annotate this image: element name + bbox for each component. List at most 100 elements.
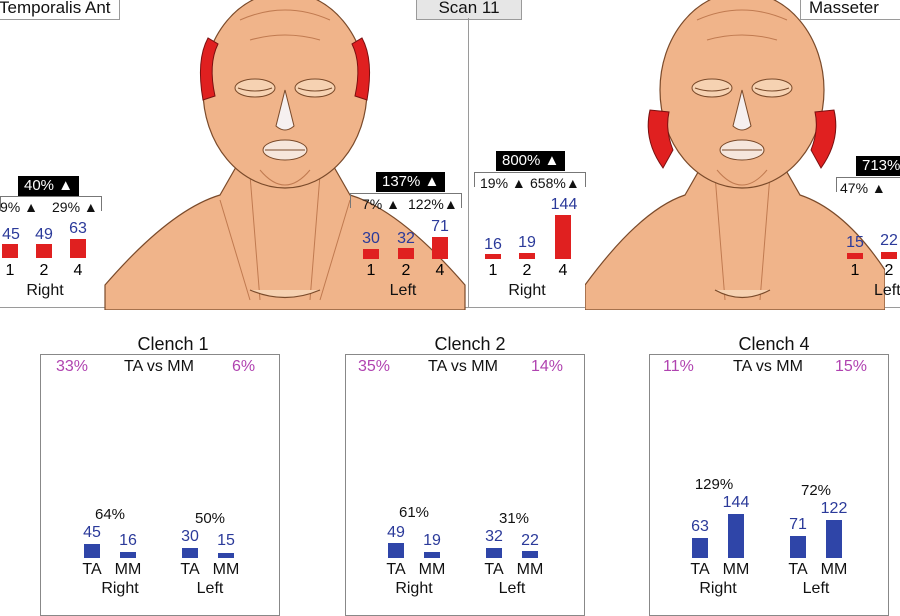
ta-left-label-4: 4 (435, 262, 445, 279)
clench-2-right-mm-value: 19 (423, 532, 441, 549)
clench-2-right-ta-bar (388, 543, 404, 558)
clench-1-right-mm-label: MM (114, 561, 142, 578)
ta-right-ratio-bracket (0, 196, 102, 211)
ta-right-value-1: 45 (2, 226, 20, 243)
clench-1-right-ta-bar (84, 544, 100, 558)
clench-2-left-ta-label: TA (484, 561, 504, 578)
mm-left-total-pct: 713% ▲ (856, 156, 900, 176)
mm-right-ratio-bracket (474, 172, 586, 187)
ta-left-value-1: 30 (362, 230, 380, 247)
clench-2-right-side-label: Right (395, 580, 433, 597)
mm-left-side-label: Left (874, 282, 900, 299)
clench-4-left-ta-bar (790, 536, 806, 558)
clench-2-right-mm-bar (424, 552, 440, 558)
mm-left-bar-2 (881, 252, 897, 259)
mm-right-bar-4 (555, 215, 571, 259)
clench-1-right-ta-label: TA (82, 561, 102, 578)
clench-4-right-ta-label: TA (690, 561, 710, 578)
center-divider (468, 18, 469, 308)
clench-4-right-pct: 15% (835, 358, 868, 375)
clench-1-title: Clench 1 (137, 334, 209, 354)
ta-right-bar-4 (70, 239, 86, 258)
ta-right-bar-1 (2, 244, 18, 258)
mm-right-label-2: 2 (522, 262, 532, 279)
clench-1-right-ta-value: 45 (83, 524, 101, 541)
clench-4-left-ta-value: 71 (789, 516, 807, 533)
ta-left-bar-4 (432, 237, 448, 259)
scan-label: Scan 11 (416, 0, 522, 20)
mm-right-value-2: 19 (518, 234, 536, 251)
mm-left-label-2: 2 (884, 262, 894, 279)
ta-right-bar-2 (36, 244, 52, 258)
mm-right-side-label: Right (508, 282, 546, 299)
clench-4-left-mm-label: MM (820, 561, 848, 578)
clench-1-right-mm-bar (120, 552, 136, 558)
mm-right-value-4: 144 (550, 196, 578, 213)
mm-left-value-2: 22 (880, 232, 898, 249)
clench-4-right-side-label: Right (699, 580, 737, 597)
ta-left-ratio-bracket (350, 193, 462, 208)
clench-2-left-pair-pct: 31% (498, 510, 530, 527)
mm-left-ratio-a: 47% ▲ (840, 180, 886, 196)
clench-2-title: Clench 2 (434, 334, 506, 354)
clench-1-frame (40, 354, 280, 616)
clench-4-left-pair-pct: 72% (800, 482, 832, 499)
ta-left-bar-1 (363, 249, 379, 259)
clench-4-right-pair-pct: 129% (694, 476, 734, 493)
ta-right-label-1: 1 (5, 262, 15, 279)
clench-2-left-ta-bar (486, 548, 502, 558)
clench-2-right-ta-label: TA (386, 561, 406, 578)
mm-right-label-1: 1 (488, 262, 498, 279)
clench-2-left-mm-bar (522, 551, 538, 558)
mm-left-bar-1 (847, 253, 863, 259)
clench-1-left-pct: 33% (56, 358, 89, 375)
clench-1-left-mm-label: MM (212, 561, 240, 578)
clench-2-right-pct: 14% (531, 358, 564, 375)
clench-2-compare-label: TA vs MM (428, 358, 498, 375)
mm-left-group: 713% ▲ 47% ▲ 15 22 1 2 Left (826, 150, 900, 310)
ta-left-value-4: 71 (431, 218, 449, 235)
clench-2-left-mm-label: MM (516, 561, 544, 578)
clench-1-left-ta-bar (182, 548, 198, 558)
clench-2-right-mm-label: MM (418, 561, 446, 578)
clench-4-left-mm-value: 122 (820, 500, 848, 517)
clench-2-right-pair-pct: 61% (398, 504, 430, 521)
head-illustration-temporalis (104, 0, 466, 310)
mm-left-label-1: 1 (850, 262, 860, 279)
ta-left-bar-2 (398, 248, 414, 259)
clench-4-title: Clench 4 (738, 334, 810, 354)
clench-2-right-ta-value: 49 (387, 524, 405, 541)
clench-2-left-ta-value: 32 (485, 528, 503, 545)
ta-right-label-2: 2 (39, 262, 49, 279)
ta-right-total-pct: 40% ▲ (18, 176, 80, 196)
ta-right-label-4: 4 (73, 262, 83, 279)
clench-1-left-mm-bar (218, 553, 234, 558)
ta-left-label-2: 2 (401, 262, 411, 279)
ta-left-ratio-b: 122%▲ (408, 196, 458, 212)
clench-1-left-ta-label: TA (180, 561, 200, 578)
ta-left-ratio-a: 7% ▲ (362, 196, 400, 212)
ta-left-label-1: 1 (366, 262, 376, 279)
clench-4-right-ta-value: 63 (691, 518, 709, 535)
clench-1-left-ta-value: 30 (181, 528, 199, 545)
clench-4-frame (649, 354, 889, 616)
muscle-label-masseter: Masseter (800, 0, 900, 20)
ta-right-ratio-a: 9% ▲ (0, 199, 38, 215)
clench-4-right-mm-label: MM (722, 561, 750, 578)
mm-right-ratio-b: 658%▲ (530, 175, 580, 191)
clench-4-right-mm-bar (728, 514, 744, 558)
ta-right-value-2: 49 (35, 226, 53, 243)
clench-4-left-ta-label: TA (788, 561, 808, 578)
ta-right-value-4: 63 (69, 220, 87, 237)
mm-left-ratio-bracket (836, 177, 900, 192)
mm-right-bar-2 (519, 253, 535, 259)
ta-right-side-label: Right (26, 282, 64, 299)
mm-left-value-1: 15 (846, 234, 864, 251)
clench-4-left-side-label: Left (802, 580, 830, 597)
clench-4-compare-label: TA vs MM (733, 358, 803, 375)
mm-right-ratio-a: 19% ▲ (480, 175, 526, 191)
ta-left-side-label: Left (389, 282, 417, 299)
clench-1-right-side-label: Right (101, 580, 139, 597)
clench-1-compare-label: TA vs MM (124, 358, 194, 375)
ta-left-total-pct: 137% ▲ (376, 172, 446, 192)
